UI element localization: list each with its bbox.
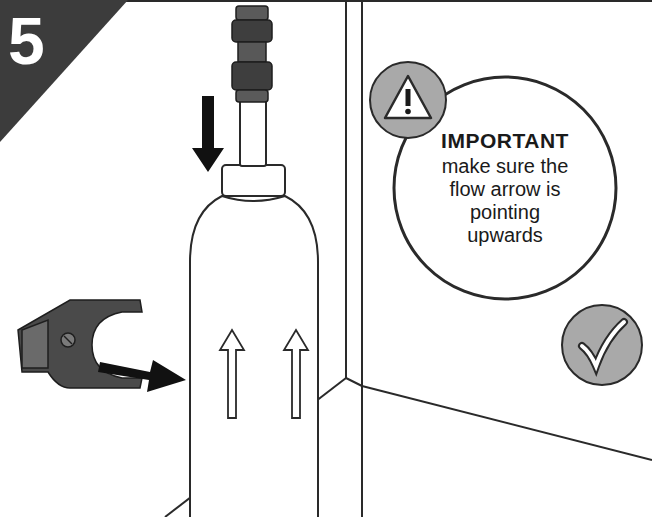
text-group: IMPORTANTmake sure the flow arrow is poi… (430, 129, 580, 247)
callout-circle-outline (394, 77, 616, 299)
step-number: 5 (8, 8, 45, 74)
push-fitting (232, 6, 272, 102)
text-group: 5 (8, 8, 45, 74)
important-note: make sure the flow arrow is pointing upw… (430, 155, 580, 247)
important-circle: IMPORTANTmake sure the flow arrow is poi… (392, 75, 618, 301)
push-arrow (98, 360, 186, 392)
warning-icon (370, 62, 446, 138)
check-icon (562, 305, 642, 385)
step-number-corner: 5 (0, 0, 128, 142)
down-arrow (192, 96, 224, 172)
corner-triangle-fill (0, 0, 128, 142)
important-heading: IMPORTANT (441, 129, 569, 153)
